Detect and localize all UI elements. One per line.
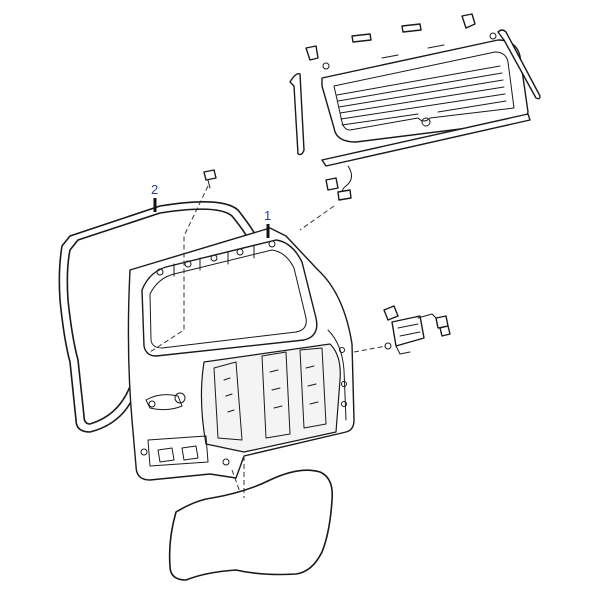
back-door-panel bbox=[127, 227, 355, 481]
callout-1: 1 bbox=[264, 208, 271, 238]
defogger-lines bbox=[336, 65, 507, 126]
callout-2-label: 2 bbox=[151, 182, 158, 197]
callout-1-label: 1 bbox=[264, 208, 271, 223]
alignment-lines bbox=[149, 185, 387, 498]
mounting-bolt bbox=[203, 169, 217, 189]
back-door-weatherstrip bbox=[58, 201, 263, 433]
glass-lower-molding bbox=[321, 113, 531, 167]
back-door-trim-insulator bbox=[168, 469, 334, 581]
glass-clips bbox=[305, 13, 497, 70]
back-door-lock-assembly bbox=[383, 305, 451, 355]
defogger-wire-connector bbox=[325, 165, 352, 201]
callout-2: 2 bbox=[151, 182, 158, 212]
glass-side-molding-left bbox=[289, 72, 305, 156]
rear-window-glass bbox=[321, 39, 529, 143]
glass-side-molding-right bbox=[497, 29, 541, 100]
